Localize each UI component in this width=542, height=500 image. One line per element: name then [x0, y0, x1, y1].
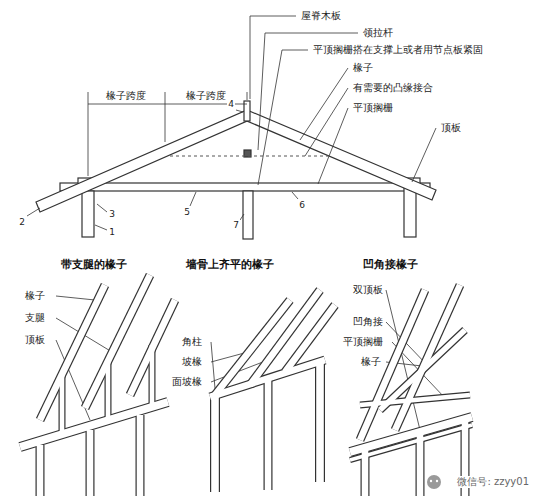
leader-line: [318, 108, 348, 184]
timber-member: [316, 360, 324, 482]
ceiling-joist: [60, 183, 430, 191]
watermark-icon: [436, 480, 438, 482]
part-label: 支腿: [24, 312, 46, 324]
watermark-icon: [427, 475, 441, 489]
timber-member: [86, 430, 95, 496]
timber-member: [360, 290, 425, 440]
part-label: 双顶板: [352, 284, 384, 296]
figure-heading: 带支腿的椽子: [60, 259, 128, 271]
part-label: 领拉杆: [362, 27, 394, 39]
part-label: 屋脊木板: [300, 10, 342, 22]
part-label: 平顶搁栅搭在支撑上或者用节点板紧固: [312, 44, 484, 56]
dimension-tick: [88, 92, 89, 176]
callout-number: 3: [108, 208, 116, 220]
leader-line: [97, 204, 107, 212]
dimension-label: 椽子跨度: [105, 90, 147, 102]
timber-member: [360, 290, 425, 440]
part-label: 顶板: [440, 122, 462, 134]
leader-line: [305, 88, 348, 156]
dimension-lines: [88, 92, 247, 176]
callout-number: 7: [232, 219, 240, 231]
timber-member: [265, 378, 272, 490]
part-label: 平顶搁栅: [342, 336, 384, 348]
callout-number: 5: [183, 206, 191, 218]
bearing-post: [243, 191, 253, 239]
roof-section: [36, 101, 436, 239]
dimension-line: [88, 104, 247, 105]
timber-member: [350, 425, 472, 460]
leader-line: [300, 68, 348, 140]
dimension-label: 椽子跨度: [185, 90, 227, 102]
timber-member: [85, 275, 150, 408]
timber-member: [40, 285, 105, 420]
part-label: 有需要的凸缘接合: [352, 82, 434, 94]
leader-line: [412, 128, 436, 182]
timber-member: [87, 430, 94, 496]
leader-lines: [27, 16, 445, 430]
timber-member: [264, 378, 273, 490]
wall-stud: [82, 191, 94, 237]
timber-member: [210, 395, 220, 492]
part-label: 角柱: [181, 336, 203, 348]
leader-line: [95, 225, 107, 230]
timber-member: [60, 375, 65, 432]
callout-number: 1: [108, 226, 116, 238]
framing-sketches: [20, 275, 472, 496]
timber-member: [106, 360, 111, 418]
part-label: 椽子: [360, 356, 382, 368]
wechat-icon: [427, 475, 441, 489]
timber-member: [285, 305, 335, 372]
part-label: 坡椽: [181, 356, 203, 368]
dimension-tick: [247, 92, 248, 100]
timber-member: [380, 330, 465, 410]
leader-line: [258, 50, 308, 185]
timber-member: [315, 360, 325, 482]
timber-member: [136, 415, 145, 496]
leader-line: [190, 192, 196, 206]
leader-line: [250, 16, 296, 99]
dimension-tick: [165, 92, 166, 142]
watermark: 微信号: zzyy01: [456, 476, 530, 488]
callout-number: 2: [18, 216, 26, 228]
figure-heading: 墙骨上齐平的椽子: [185, 259, 275, 271]
part-label: 椽子: [24, 290, 46, 302]
timber-member: [395, 285, 460, 430]
leader-line: [236, 110, 243, 112]
watermark-icon: [430, 480, 432, 482]
timber-member: [40, 285, 105, 420]
part-label: 平顶搁栅: [352, 102, 394, 114]
part-label: 椽子: [352, 62, 374, 74]
part-label: 顶板: [24, 334, 46, 346]
timber-member: [85, 275, 150, 408]
part-label: 凹角接: [352, 316, 384, 328]
callout-number: 4: [227, 98, 235, 110]
leader-line: [292, 192, 298, 199]
timber-member: [37, 445, 44, 496]
timber-member: [395, 285, 460, 430]
callout-number: 6: [298, 199, 306, 211]
rafter: [36, 110, 247, 212]
leader-line: [240, 214, 244, 220]
timber-member: [211, 395, 219, 492]
part-label: 面坡椽: [171, 376, 203, 388]
leader-line: [27, 208, 40, 216]
leader-line: [56, 296, 95, 300]
timber-member: [137, 415, 144, 496]
timber-member: [150, 345, 155, 405]
figure-heading: 凹角接椽子: [362, 259, 419, 271]
timber-member: [36, 445, 45, 496]
collar-tie: [170, 156, 328, 157]
